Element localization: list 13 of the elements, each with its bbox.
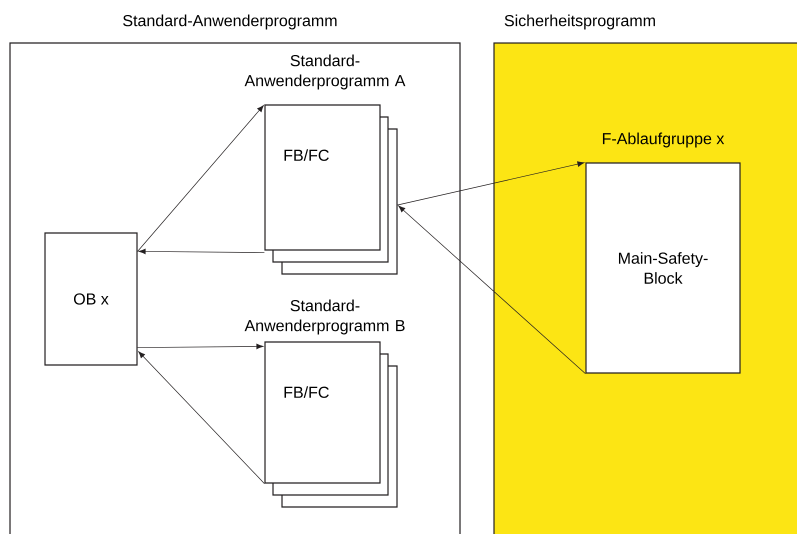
block-box: Main-Safety-Block: [585, 162, 741, 374]
arrow: [137, 105, 264, 252]
arrow: [137, 344, 264, 350]
panel-heading: Standard-Anwenderprogramm: [123, 14, 337, 30]
block-heading: Standard-Anwenderprogramm B: [244, 300, 405, 334]
arrow: [397, 161, 584, 206]
arrow: [398, 206, 586, 374]
arrow: [138, 248, 265, 254]
panel-heading: Sicherheitsprogramm: [504, 14, 655, 30]
block-heading: F-Ablaufgruppe x: [602, 132, 724, 148]
arrow: [138, 351, 265, 484]
block-box: OB x: [44, 232, 138, 366]
block-heading: Standard-Anwenderprogramm A: [244, 54, 406, 90]
